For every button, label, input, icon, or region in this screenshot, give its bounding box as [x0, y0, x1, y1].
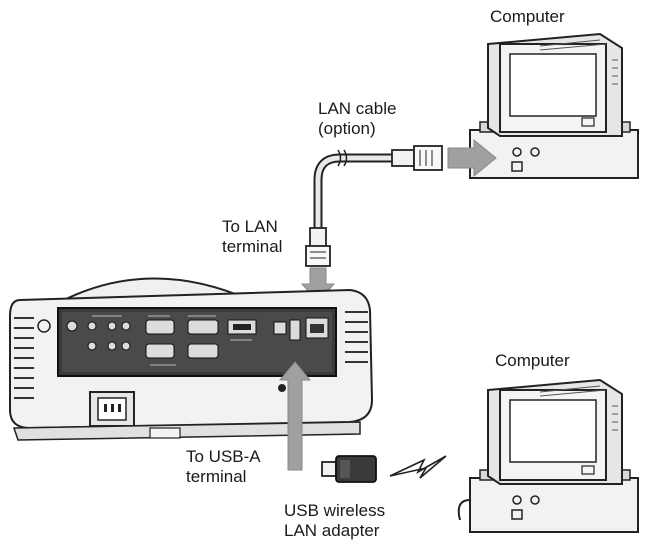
lan-plug-computer-boot	[391, 149, 415, 167]
lan-cable	[305, 145, 443, 267]
computer-top-button	[511, 161, 523, 172]
projector	[9, 277, 374, 441]
wireless-signal-icon	[389, 455, 447, 479]
projector-lock-slot	[278, 384, 286, 392]
lan-cable-label-line2: (option)	[318, 119, 376, 138]
usb-adapter-plug	[321, 461, 337, 477]
computer-top-monitor-button	[581, 117, 595, 127]
computer-bottom-cable	[457, 499, 471, 521]
computer-bottom-led-2	[530, 495, 540, 505]
computer-top-base	[469, 129, 639, 179]
projector-power-pins	[104, 404, 121, 412]
lan-cable-break-2	[343, 149, 348, 167]
arrow-to-computer-top	[447, 138, 497, 178]
computer-top-led-2	[530, 147, 540, 157]
computer-top-vents	[539, 39, 618, 85]
computer-bottom-label: Computer	[495, 351, 570, 370]
usb-adapter-highlight	[340, 460, 350, 478]
projector-port-legend	[92, 315, 252, 366]
lan-plug-projector-head	[305, 245, 331, 267]
lan-cable-break-1	[337, 149, 342, 167]
lan-cable-core	[315, 155, 398, 235]
usb-adapter-label-line2: LAN adapter	[284, 521, 380, 540]
computer-top-screen	[509, 53, 597, 117]
projector-vga-ports	[145, 319, 219, 359]
usb-wireless-adapter	[321, 455, 377, 483]
projector-foot-1	[149, 427, 181, 439]
usb-adapter-label-line1: USB wireless	[284, 501, 385, 520]
projector-lan-port-slot	[310, 324, 324, 333]
projector-indicator	[37, 319, 51, 333]
to-lan-label-line1: To LAN	[222, 217, 278, 236]
projector-usb-b-port	[273, 321, 287, 335]
computer-top-led-1	[512, 147, 522, 157]
projector-hdmi-slot	[233, 324, 251, 330]
to-lan-label-line2: terminal	[222, 237, 282, 256]
lan-cable-label-line1: LAN cable	[318, 99, 396, 118]
computer-bottom	[457, 378, 639, 533]
projector-right-vents	[345, 311, 368, 363]
computer-top-label: Computer	[490, 7, 565, 26]
lan-plug-projector-boot	[309, 227, 327, 249]
projector-left-vents	[14, 317, 34, 399]
projector-base	[12, 421, 361, 441]
computer-bottom-led-1	[512, 495, 522, 505]
to-usb-label-line2: terminal	[186, 467, 246, 486]
computer-bottom-base	[469, 477, 639, 533]
arrow-to-usb-terminal	[278, 361, 312, 471]
computer-bottom-button	[511, 509, 523, 520]
computer-bottom-vents	[539, 385, 618, 431]
computer-bottom-screen	[509, 399, 597, 463]
projector-usb-a-port	[289, 319, 301, 341]
computer-bottom-monitor-button	[581, 465, 595, 475]
computer-top	[469, 32, 639, 179]
lan-plug-projector-contacts	[310, 251, 326, 259]
lan-plug-computer-contacts	[419, 150, 433, 166]
projector-av-jacks	[66, 320, 131, 351]
to-usb-label-line1: To USB-A	[186, 447, 261, 466]
lan-cable-outline	[313, 153, 400, 237]
lan-plug-computer-head	[413, 145, 443, 171]
